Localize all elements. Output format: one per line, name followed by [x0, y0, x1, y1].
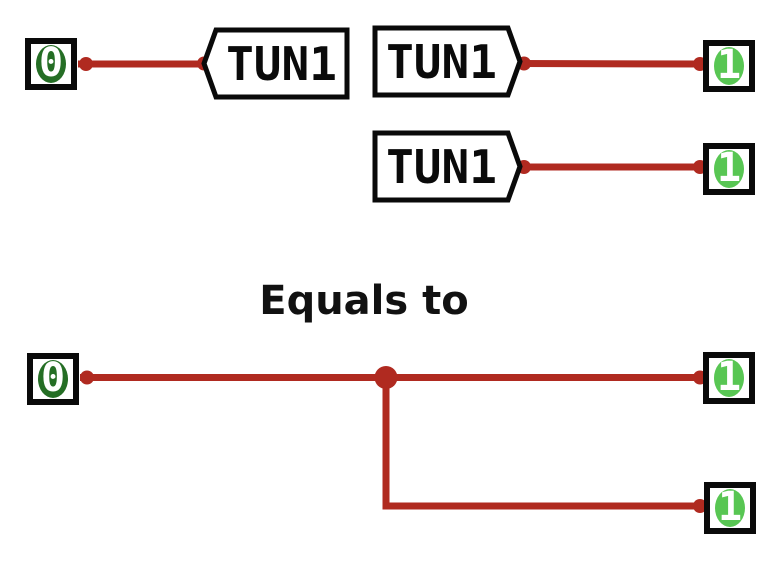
- pin-value-oval: 1: [714, 145, 744, 191]
- tunnel-label-right-2: TUN1: [386, 139, 497, 194]
- wire-junction-dot: [374, 366, 398, 389]
- tunnel-shape-right-2[interactable]: [372, 130, 523, 203]
- output-pin-top-1[interactable]: 1: [703, 40, 755, 92]
- output-pin-bottom-2[interactable]: 1: [704, 482, 756, 534]
- input-pin-top[interactable]: 0: [25, 38, 77, 90]
- tunnel-label-right-1: TUN1: [386, 34, 497, 89]
- pin-value: 1: [716, 354, 742, 400]
- tunnel-shape-left[interactable]: [201, 27, 350, 100]
- pin-value: 1: [716, 42, 742, 88]
- pin-value: 0: [38, 40, 64, 86]
- input-pin-bottom[interactable]: 0: [27, 353, 79, 405]
- tunnel-shape-right-1[interactable]: [372, 25, 523, 98]
- wire-end-dot: [80, 370, 94, 385]
- pin-value-oval: 1: [715, 484, 745, 530]
- pin-value-oval: 1: [714, 354, 744, 400]
- pin-value: 1: [717, 484, 743, 530]
- pin-value-oval: 0: [36, 40, 66, 86]
- output-pin-bottom-1[interactable]: 1: [703, 352, 755, 404]
- pin-value-oval: 0: [38, 355, 68, 401]
- wire-end-dot: [693, 499, 707, 513]
- output-pin-top-2[interactable]: 1: [703, 143, 755, 195]
- wire-end-dot: [79, 57, 93, 71]
- tunnel-label-left: TUN1: [226, 36, 337, 91]
- wire-tunnel-to-output-1[interactable]: [519, 60, 704, 68]
- pin-value-oval: 1: [714, 42, 744, 88]
- pin-value: 0: [40, 355, 66, 401]
- pin-value: 1: [716, 145, 742, 191]
- wire-bottom-branch[interactable]: [382, 377, 703, 510]
- equals-to-heading: Equals to: [259, 278, 469, 324]
